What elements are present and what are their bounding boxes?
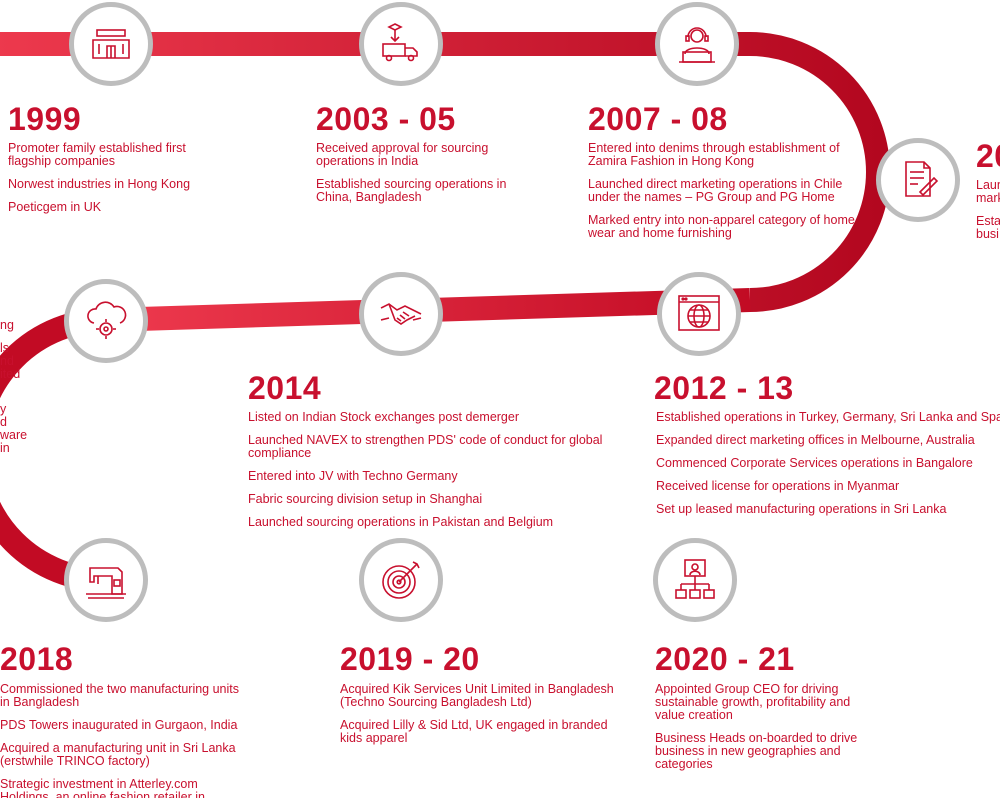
- milestone-list-2020-21: Appointed Group CEO for driving sustaina…: [655, 683, 865, 781]
- sewing-machine-node: [64, 538, 148, 622]
- list-item: Fabric sourcing division setup in Shangh…: [248, 492, 483, 506]
- factory-icon: [92, 29, 130, 59]
- factory-node: [69, 2, 153, 86]
- target-icon: [382, 561, 420, 599]
- milestone-list-1999: Promoter family established first flagsh…: [8, 142, 218, 224]
- cloud-settings-icon: [87, 301, 127, 339]
- list-item: Poeticgem in UK: [8, 200, 102, 214]
- milestone-list-2018: Commissioned the two manufacturing units…: [0, 683, 250, 798]
- milestone-list-partial: Laun mark Esta busi: [976, 179, 1000, 251]
- list-item: Commissioned the two manufacturing units…: [0, 682, 240, 709]
- milestone-year-2012-13: 2012 - 13: [654, 370, 794, 406]
- list-item: Entered into denims through establishmen…: [588, 141, 840, 168]
- list-item: Received approval for sourcing operation…: [316, 141, 489, 168]
- list-item: Acquired a manufacturing unit in Sri Lan…: [0, 741, 236, 768]
- document-contract-node: [876, 138, 960, 222]
- milestone-year-2020-21: 2020 - 21: [655, 641, 795, 677]
- list-item: Esta busi: [976, 214, 1000, 241]
- milestone-year-2019-20: 2019 - 20: [340, 641, 480, 677]
- milestone-list-2003-05: Received approval for sourcing operation…: [316, 142, 526, 214]
- track-segment-left-curve: [0, 308, 107, 592]
- customer-support-icon: [679, 27, 715, 63]
- list-item: Laun mark: [976, 179, 1000, 205]
- list-item: Appointed Group CEO for driving sustaina…: [655, 682, 851, 722]
- handshake-node: [359, 272, 443, 356]
- globe-web-node: [657, 272, 741, 356]
- list-item: Launched direct marketing operations in …: [588, 177, 843, 204]
- sewing-machine-icon: [86, 567, 126, 599]
- customer-support-node: [655, 2, 739, 86]
- milestone-list-2007-08: Entered into denims through establishmen…: [588, 142, 856, 250]
- cloud-settings-node: [64, 279, 148, 363]
- list-item: Set up leased manufacturing operations i…: [656, 502, 947, 516]
- milestone-year-2003-05: 2003 - 05: [316, 101, 456, 137]
- milestone-year-2018: 2018: [0, 641, 74, 677]
- list-item: y: [0, 402, 7, 416]
- list-item: Entered into JV with Techno Germany: [248, 469, 458, 483]
- list-item: ng: [0, 318, 14, 332]
- list-item: PDS Towers inaugurated in Gurgaon, India: [0, 718, 238, 732]
- list-item: Acquired Lilly & Sid Ltd, UK engaged in …: [340, 718, 608, 745]
- list-item: Established sourcing operations in China…: [316, 177, 507, 204]
- globe-web-icon: [678, 295, 720, 331]
- milestone-year-2014: 2014: [248, 370, 322, 406]
- delivery-truck-icon: [382, 23, 418, 62]
- list-item: Established operations in Turkey, German…: [656, 411, 1000, 424]
- list-item: Expanded direct marketing offices in Mel…: [656, 433, 975, 447]
- milestone-list-2014: Listed on Indian Stock exchanges post de…: [248, 411, 620, 539]
- org-chart-node: [653, 538, 737, 622]
- list-item: ls: [0, 341, 10, 355]
- document-contract-icon: [905, 161, 939, 197]
- list-item: Norwest industries in Hong Kong: [8, 177, 191, 191]
- list-item: Business Heads on-boarded to drive busin…: [655, 731, 858, 771]
- list-item: in: [0, 441, 10, 455]
- list-item: Marked entry into non-apparel category o…: [588, 213, 855, 240]
- delivery-truck-node: [359, 2, 443, 86]
- list-item: ited: [0, 367, 21, 381]
- list-item: Acquired Kik Services Unit Limited in Ba…: [340, 682, 614, 709]
- milestone-year-2007-08: 2007 - 08: [588, 101, 728, 137]
- list-item: nd: [0, 354, 14, 368]
- list-item: Strategic investment in Atterley.com Hol…: [0, 777, 205, 798]
- list-item: Listed on Indian Stock exchanges post de…: [248, 410, 520, 424]
- list-item: Promoter family established first flagsh…: [8, 141, 186, 168]
- milestone-list-2012-13: Established operations in Turkey, German…: [656, 411, 1000, 526]
- target-node: [359, 538, 443, 622]
- list-item: Commenced Corporate Services operations …: [656, 456, 973, 470]
- list-item: ware: [0, 428, 28, 442]
- milestone-year-partial: 20: [976, 138, 1000, 174]
- list-item: Launched NAVEX to strengthen PDS' code o…: [248, 433, 603, 460]
- milestone-year-1999: 1999: [8, 101, 82, 137]
- list-item: Launched sourcing operations in Pakistan…: [248, 515, 554, 529]
- org-chart-icon: [675, 559, 715, 599]
- list-item: Received license for operations in Myanm…: [656, 479, 900, 493]
- milestone-list-2019-20: Acquired Kik Services Unit Limited in Ba…: [340, 683, 622, 755]
- list-item: d: [0, 415, 7, 429]
- handshake-icon: [380, 303, 422, 325]
